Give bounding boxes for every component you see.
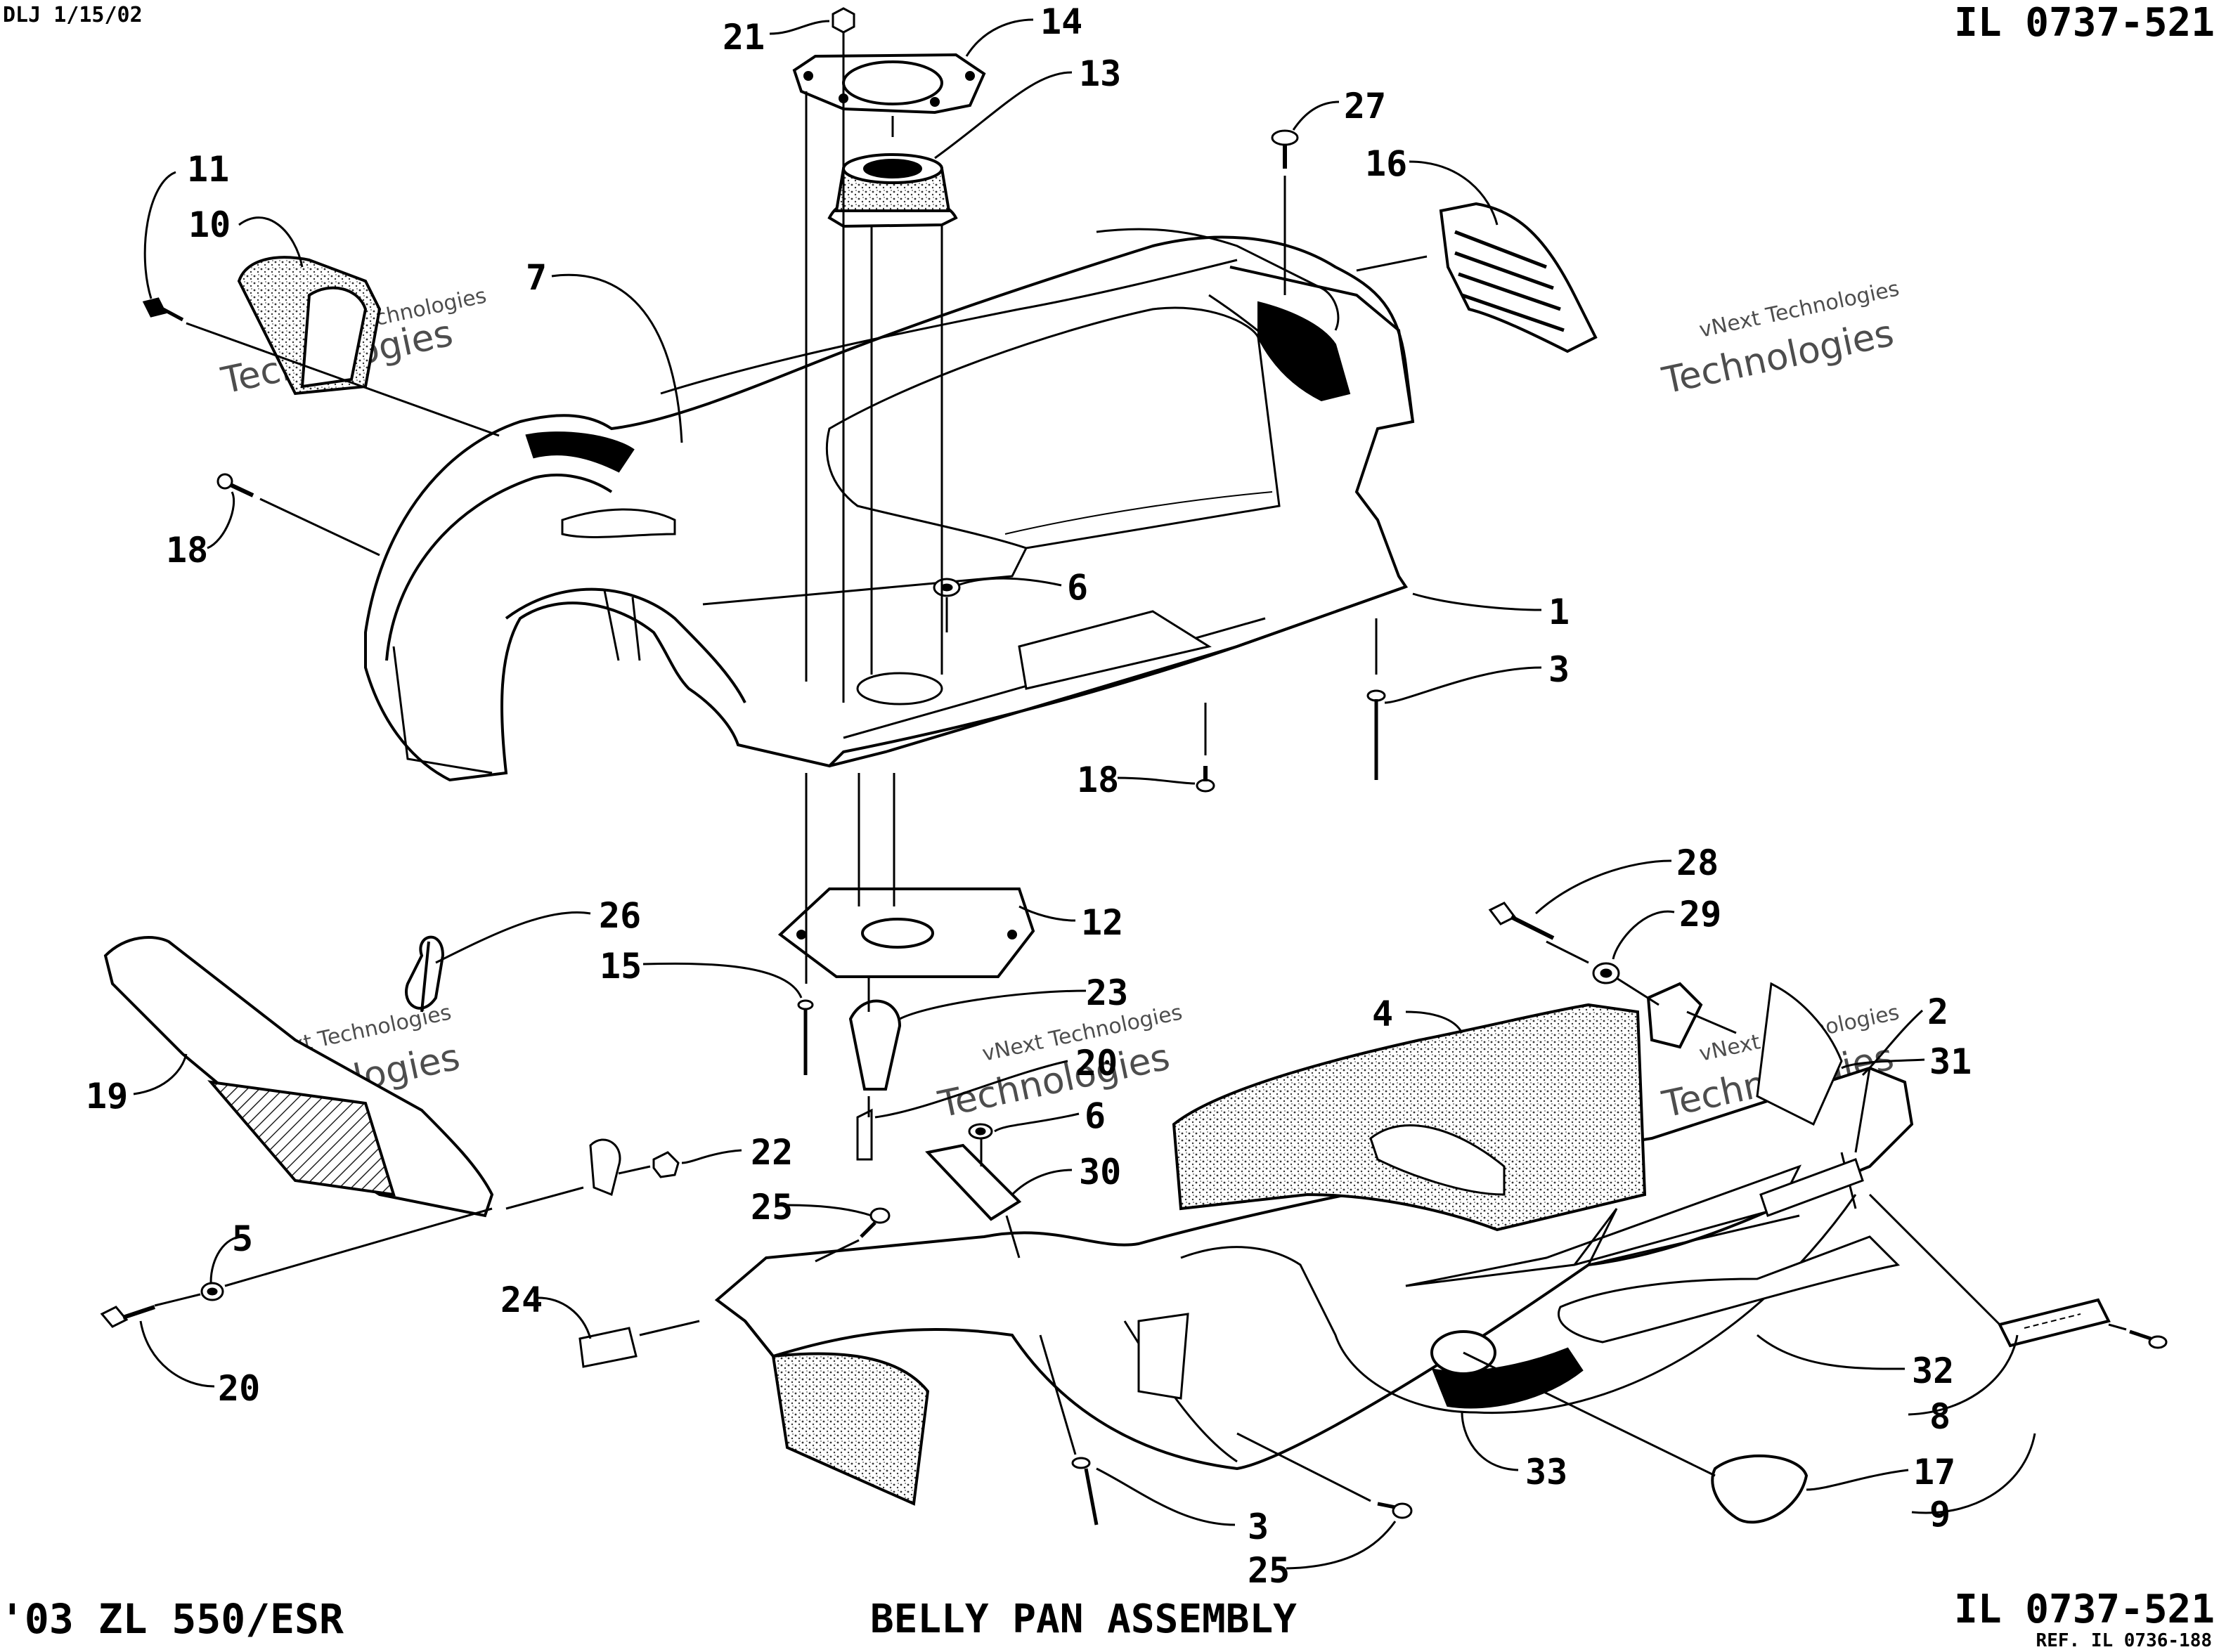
part-10-grill-housing: [237, 256, 382, 396]
footer-illustration-number: IL 0737-521: [1954, 1587, 2215, 1632]
callout-9: 9: [1929, 1494, 1950, 1535]
part-19-skid-plate: [103, 936, 494, 1218]
header-illustration-number: IL 0737-521: [1954, 0, 2215, 46]
callout-25-upper: 25: [751, 1187, 793, 1228]
part-18-screw-left: [216, 473, 254, 497]
callout-labels: 21 14 13 27 16 11 10 7 18 6 1 3 18 28 29…: [86, 1, 1972, 1591]
footer-reference: REF. IL 0736-188: [2036, 1630, 2212, 1651]
part-22-bracket: [589, 1138, 621, 1197]
callout-24: 24: [500, 1280, 543, 1320]
callout-3-lower: 3: [1248, 1507, 1269, 1547]
callout-2: 2: [1927, 991, 1948, 1032]
callout-23: 23: [1086, 973, 1128, 1013]
belly-pan-upper-part-7: [364, 228, 1415, 782]
footer-title: BELLY PAN ASSEMBLY: [870, 1596, 1297, 1642]
part-2-belly-pan-lower: [714, 982, 1914, 1506]
part-26-clip: [405, 935, 445, 1013]
part-28-bolt: [1488, 902, 1555, 940]
callout-21: 21: [723, 17, 765, 58]
part-23-clip: [848, 999, 902, 1091]
part-25-screw-lower: [1377, 1502, 1413, 1519]
part-11-screw: [142, 297, 184, 322]
callout-14: 14: [1040, 1, 1082, 42]
callout-33: 33: [1525, 1452, 1567, 1492]
part-20-bolt-center: [856, 1108, 873, 1161]
callout-27: 27: [1344, 86, 1386, 126]
callout-6-upper: 6: [1067, 567, 1088, 608]
part-21-nut: [832, 7, 855, 34]
part-5-washer: [200, 1282, 224, 1301]
callout-18-center: 18: [1077, 760, 1119, 800]
callout-8: 8: [1929, 1396, 1950, 1437]
callout-13: 13: [1079, 53, 1121, 94]
callout-3-upper: 3: [1548, 649, 1570, 690]
callout-11: 11: [187, 149, 229, 190]
callout-16: 16: [1365, 143, 1407, 184]
footer-model: '03 ZL 550/ESR: [0, 1595, 344, 1643]
callout-18-upper-left: 18: [166, 530, 208, 571]
callout-12: 12: [1081, 902, 1123, 943]
part-14-gasket-plate: [792, 53, 986, 115]
part-6-grommet-upper: [933, 578, 961, 597]
part-15-rivet: [797, 999, 814, 1075]
callout-22: 22: [751, 1132, 793, 1173]
callout-29: 29: [1679, 894, 1721, 935]
part-16-vent: [1439, 202, 1598, 353]
leader-lines: [133, 18, 2036, 1570]
callout-10: 10: [188, 204, 231, 245]
callout-30: 30: [1079, 1152, 1121, 1192]
callout-19: 19: [86, 1076, 128, 1117]
assembly-lines: [154, 32, 2127, 1502]
part-25-screw-upper: [860, 1207, 891, 1238]
callout-32: 32: [1912, 1351, 1954, 1391]
part-12-mount-plate: [777, 887, 1035, 978]
part-8-reflector: [1998, 1298, 2111, 1348]
callout-28: 28: [1676, 843, 1719, 883]
callout-7: 7: [526, 257, 547, 298]
callout-20-center: 20: [1075, 1043, 1118, 1084]
part-31-bracket: [1646, 982, 1703, 1049]
callout-26: 26: [599, 895, 641, 936]
part-24-clip: [578, 1327, 638, 1368]
callout-31: 31: [1929, 1041, 1972, 1082]
part-20-bolt-left: [100, 1305, 155, 1328]
part-4-insulation-pad: [1172, 1003, 1647, 1232]
part-22-nut: [652, 1151, 680, 1178]
callout-5: 5: [232, 1218, 253, 1259]
header-date: DLJ 1/15/02: [3, 3, 143, 27]
callout-20-left: 20: [218, 1368, 260, 1409]
part-3-rivet-lower: [1071, 1457, 1099, 1526]
callout-4: 4: [1372, 994, 1393, 1034]
part-3-rivet-upper: [1366, 689, 1386, 780]
callout-17: 17: [1913, 1452, 1955, 1492]
part-29-washer: [1592, 962, 1620, 984]
callout-6-lower: 6: [1085, 1095, 1106, 1136]
part-30-bracket: [925, 1143, 1022, 1221]
part-18-screw-center: [1196, 766, 1215, 793]
part-17-cap: [1711, 1454, 1809, 1524]
part-6-grommet-lower: [968, 1123, 993, 1140]
callout-25-lower: 25: [1248, 1550, 1290, 1591]
part-27-screw: [1271, 129, 1299, 169]
part-9-screw: [2129, 1329, 2168, 1349]
part-13-boot: [827, 153, 958, 228]
callout-1: 1: [1548, 592, 1570, 632]
callout-15: 15: [600, 946, 642, 987]
